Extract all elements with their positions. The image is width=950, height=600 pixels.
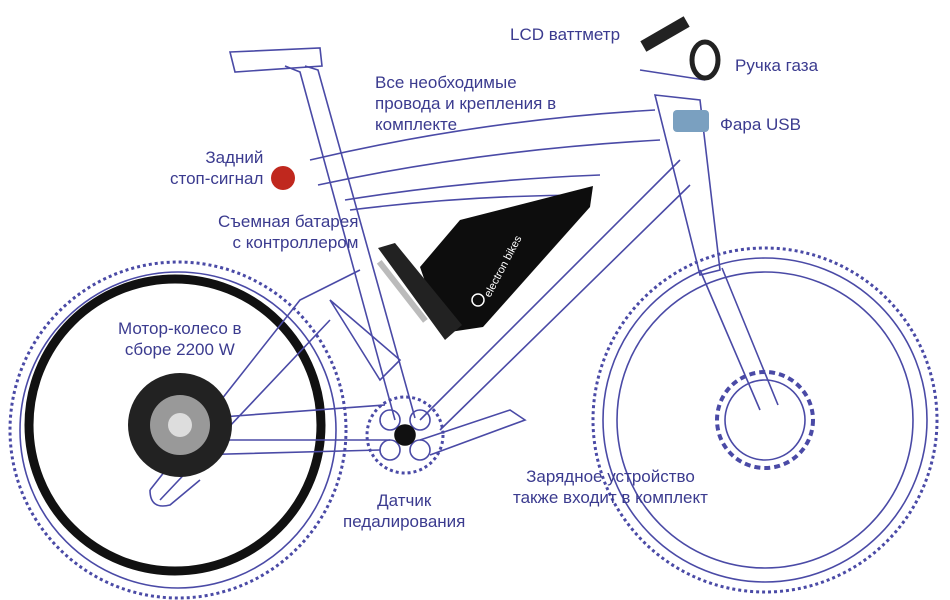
throttle-grip (689, 39, 721, 81)
label-wires: Все необходимые провода и крепления в ко… (375, 72, 556, 135)
label-line: с контроллером (232, 233, 359, 252)
lcd-wattmeter (640, 16, 690, 52)
label-line: педалирования (343, 512, 466, 531)
label-line: стоп-сигнал (170, 169, 264, 188)
label-battery: Съемная батарея с контроллером (218, 211, 358, 253)
motor-hub (128, 373, 232, 477)
label-line: Съемная батарея (218, 212, 359, 231)
label-motor: Мотор-колесо в сборе 2200 W (118, 318, 242, 360)
front-wheel (591, 246, 939, 594)
label-taillight: Задний стоп-сигнал (170, 147, 263, 189)
label-line: сборе 2200 W (124, 340, 235, 359)
label-line: комплекте (375, 115, 458, 134)
label-line: также входит в комплект (513, 488, 708, 507)
label-line: Задний (205, 148, 264, 167)
label-line: Все необходимые (375, 73, 517, 92)
rear-wheel (8, 260, 348, 600)
label-lcd-wattmeter: LCD ваттметр (510, 25, 621, 44)
label-headlight: Фара USB (720, 115, 801, 134)
tail-light (271, 166, 295, 190)
label-line: Зарядное устройство (526, 467, 695, 486)
label-charger: Зарядное устройство также входит в компл… (513, 466, 708, 508)
label-line: Датчик (377, 491, 432, 510)
label-line: Мотор-колесо в (118, 319, 242, 338)
battery: electron bikes (376, 186, 593, 340)
headlight (673, 110, 709, 132)
label-pedal-sensor: Датчик педалирования (343, 490, 465, 532)
label-line: провода и крепления в (375, 94, 557, 113)
crankset (365, 395, 445, 475)
label-throttle: Ручка газа (735, 56, 819, 75)
